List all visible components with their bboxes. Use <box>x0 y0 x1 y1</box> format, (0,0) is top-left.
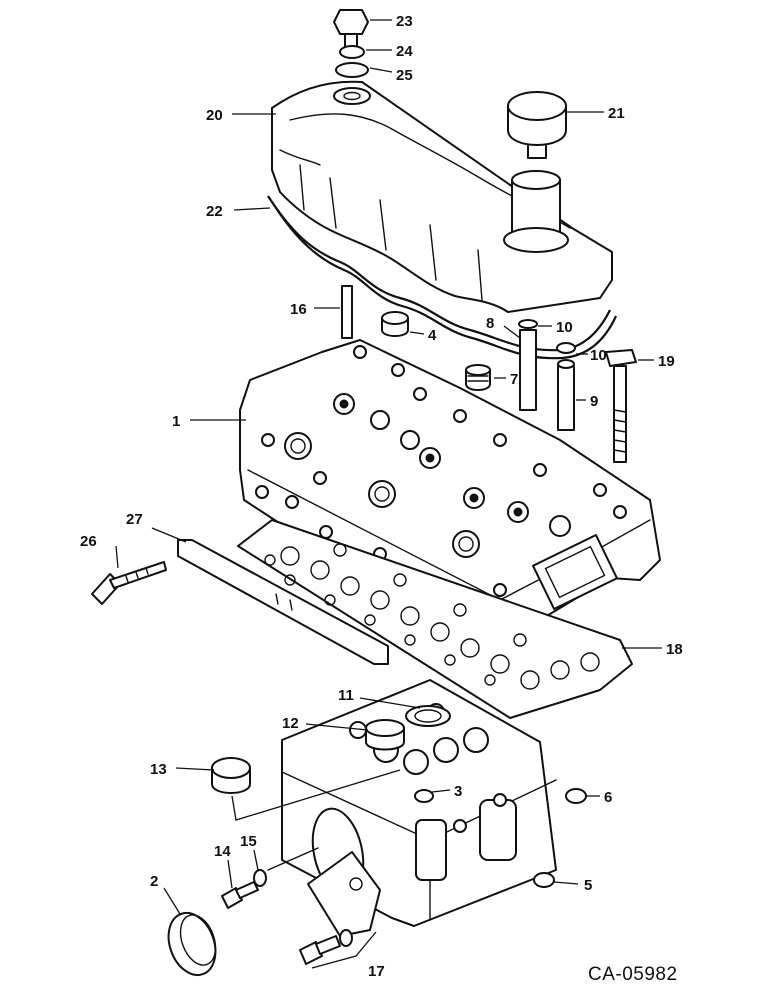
callout-10-upper: 10 <box>556 319 573 336</box>
sealing-ring <box>167 912 217 976</box>
callout-8: 8 <box>486 315 494 332</box>
stud <box>341 285 353 339</box>
callout-3: 3 <box>454 783 462 800</box>
retaining-plate <box>177 539 389 665</box>
injector-bolt <box>91 561 167 605</box>
lock-washer <box>253 869 267 887</box>
callout-7: 7 <box>510 371 518 388</box>
callout-27: 27 <box>126 511 143 528</box>
callout-5: 5 <box>584 877 592 894</box>
callout-13: 13 <box>150 761 167 778</box>
rocker-cover <box>271 80 613 313</box>
callout-12: 12 <box>282 715 299 732</box>
callout-17: 17 <box>368 963 385 980</box>
valve-seal <box>405 705 451 727</box>
callout-24: 24 <box>396 43 413 60</box>
cover-bolt <box>333 9 369 49</box>
callout-18: 18 <box>666 641 683 658</box>
small-plug <box>414 789 434 803</box>
callout-labels: 1 2 3 4 5 6 7 8 9 10 10 11 12 13 14 15 1… <box>80 13 683 980</box>
filler-cap <box>507 91 567 159</box>
expansion-plug <box>211 757 251 794</box>
callout-4: 4 <box>428 327 437 344</box>
head-gasket <box>237 519 633 719</box>
drawing-code: CA-05982 <box>588 964 678 985</box>
cylinder-head <box>239 339 661 641</box>
callout-25: 25 <box>396 67 413 84</box>
washer <box>339 45 365 59</box>
callout-16: 16 <box>290 301 307 318</box>
callout-26: 26 <box>80 533 97 550</box>
end-plug <box>565 788 587 804</box>
bracket-screw <box>299 929 353 965</box>
callout-10-lower: 10 <box>590 347 607 364</box>
cup-plug <box>381 311 409 337</box>
callout-21: 21 <box>608 105 625 122</box>
callout-11: 11 <box>338 687 354 704</box>
breather-tube <box>503 170 569 253</box>
callout-14: 14 <box>214 843 231 860</box>
core-plug <box>533 872 555 888</box>
bracket-bolt <box>221 881 259 909</box>
callout-15: 15 <box>240 833 257 850</box>
head-bolt <box>605 349 637 463</box>
callout-1: 1 <box>172 413 180 430</box>
leader-lines <box>115 19 662 969</box>
callout-20: 20 <box>206 107 223 124</box>
valve-seat-insert <box>365 719 405 751</box>
lifting-bracket <box>307 851 381 937</box>
callout-2: 2 <box>150 873 158 890</box>
valve-guide <box>518 319 576 431</box>
callout-23: 23 <box>396 13 413 30</box>
callout-9: 9 <box>590 393 598 410</box>
threaded-plug <box>465 364 491 391</box>
callout-6: 6 <box>604 789 612 806</box>
seal-washer <box>333 62 371 105</box>
callout-19: 19 <box>658 353 675 370</box>
callout-22: 22 <box>206 203 223 220</box>
